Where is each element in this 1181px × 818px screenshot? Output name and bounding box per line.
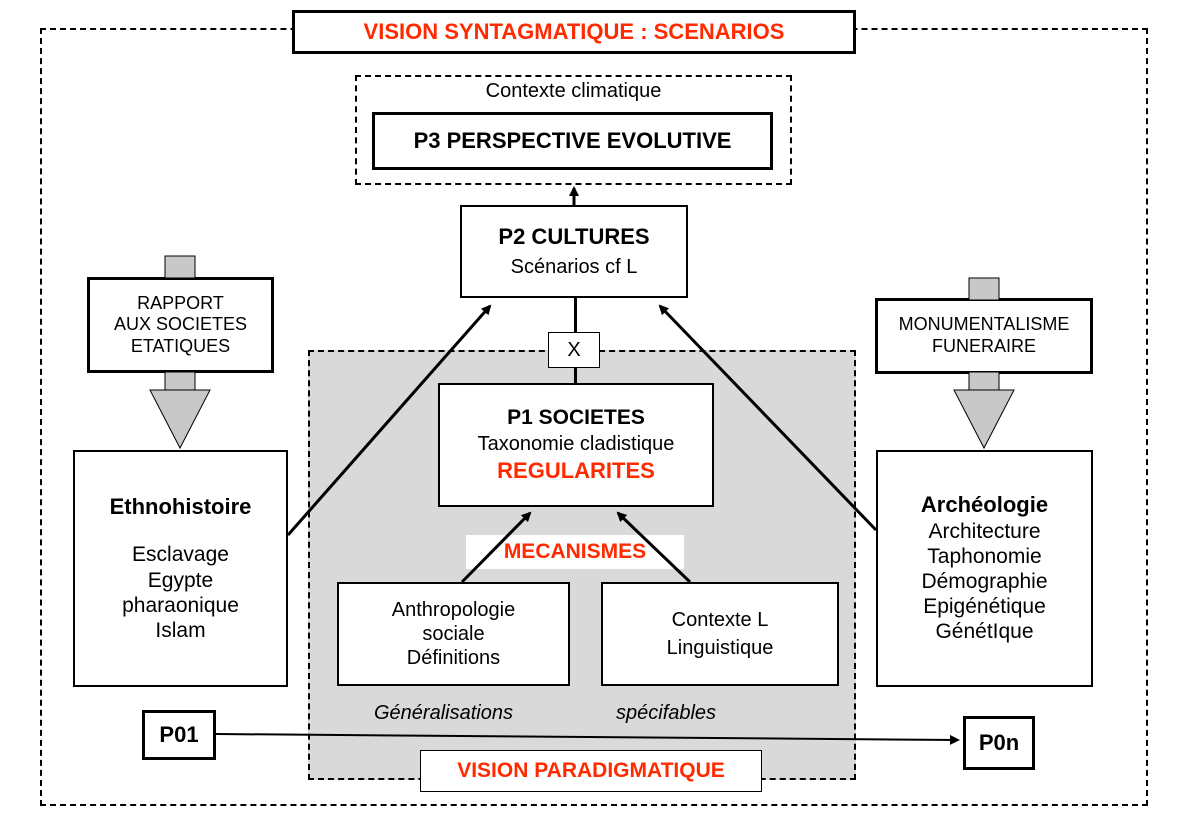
rapport-line-2: AUX SOCIETES <box>113 314 248 335</box>
ethnohistory-item: Esclavage <box>132 543 229 567</box>
p01-label: P01 <box>159 722 199 747</box>
arrow-linguistics-to-p1 <box>616 511 692 584</box>
arrow-anthropo-to-p1 <box>460 511 532 584</box>
p2-box: P2 CULTURES Scénarios cf L <box>460 205 688 298</box>
climate-context-label: Contexte climatique <box>485 80 662 102</box>
p0n-label: P0n <box>978 730 1020 755</box>
p2-title: P2 CULTURES <box>498 224 650 250</box>
x-box: X <box>548 332 600 368</box>
rapport-line-3: ETATIQUES <box>130 335 231 356</box>
linguistics-line-2: Linguistique <box>666 637 774 659</box>
arrow-ethno-to-p2 <box>286 304 492 536</box>
p0n-box: P0n <box>963 716 1035 770</box>
anthropology-box: Anthropologie sociale Définitions <box>337 582 570 686</box>
syntagmatic-title-text: VISION SYNTAGMATIQUE : SCENARIOS <box>363 19 785 44</box>
anthropology-line-1: Anthropologie <box>391 599 516 621</box>
ethnohistory-box: Ethnohistoire Esclavage Egypte pharaoniq… <box>73 450 288 687</box>
right-gray-arrow <box>953 277 1015 450</box>
ethnohistory-item: Islam <box>155 618 206 642</box>
p3-title: P3 PERSPECTIVE EVOLUTIVE <box>413 128 732 153</box>
archaeology-title: Archéologie <box>920 492 1049 518</box>
anthropology-line-3: Définitions <box>406 647 501 669</box>
ethnohistory-title: Ethnohistoire <box>109 493 252 519</box>
p01-box: P01 <box>142 710 216 760</box>
arrow-p01-to-p0n <box>215 733 960 745</box>
linguistics-line-1: Contexte L <box>671 609 769 631</box>
left-gray-arrow <box>149 255 211 450</box>
mecanismes-text: MECANISMES <box>503 540 647 563</box>
ethnohistory-item: pharaonique <box>122 593 239 617</box>
archaeology-item: GénétIque <box>935 620 1034 644</box>
p2-subtitle: Scénarios cf L <box>510 255 638 278</box>
monumentalisme-line-1: MONUMENTALISME <box>898 314 1070 335</box>
monumentalisme-line-2: FUNERAIRE <box>931 336 1036 356</box>
archaeology-item: Taphonomie <box>927 544 1042 568</box>
generalisations-label: Généralisations <box>374 702 513 724</box>
syntagmatic-title: VISION SYNTAGMATIQUE : SCENARIOS <box>292 10 856 54</box>
arrow-archeo-to-p2 <box>658 304 878 532</box>
paradigmatic-title-text: VISION PARADIGMATIQUE <box>457 759 725 782</box>
p1-title: P1 SOCIETES <box>507 406 645 430</box>
p1-subtitle: Taxonomie cladistique <box>477 433 675 456</box>
x-label: X <box>567 338 581 361</box>
p1-box: P1 SOCIETES Taxonomie cladistique REGULA… <box>438 383 714 507</box>
anthropology-line-2: sociale <box>422 623 485 645</box>
rapport-line-1: RAPPORT <box>137 292 224 313</box>
linguistics-box: Contexte L Linguistique <box>601 582 839 686</box>
specifiables-label: spécifables <box>616 702 717 724</box>
paradigmatic-title: VISION PARADIGMATIQUE <box>420 750 762 792</box>
p3-container: Contexte climatique <box>355 75 792 185</box>
p3-box: P3 PERSPECTIVE EVOLUTIVE <box>372 112 773 170</box>
archaeology-item: Démographie <box>921 570 1048 594</box>
p1-regularites: REGULARITES <box>497 458 655 484</box>
ethnohistory-item: Egypte <box>147 568 214 592</box>
archaeology-box: Archéologie Architecture Taphonomie Démo… <box>876 450 1093 687</box>
archaeology-item: Architecture <box>928 519 1041 543</box>
archaeology-item: Epigénétique <box>923 595 1046 619</box>
